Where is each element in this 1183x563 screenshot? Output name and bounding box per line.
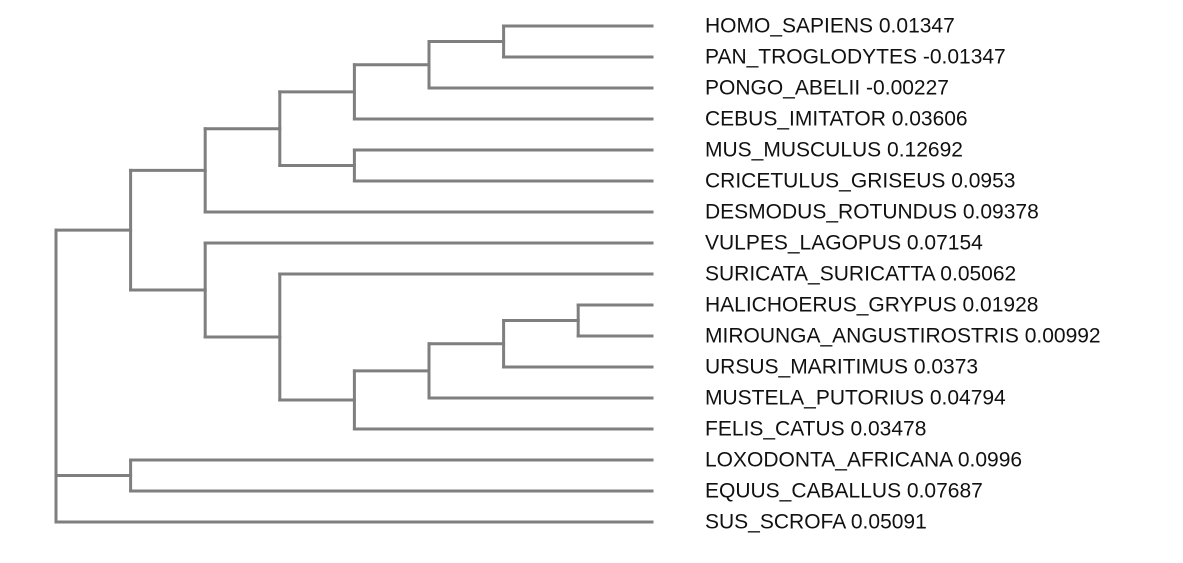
leaf-label-cricetulus: CRICETULUS_GRISEUS 0.0953 [705, 170, 1015, 193]
leaf-label-desmodus: DESMODUS_ROTUNDUS 0.09378 [705, 201, 1039, 224]
leaf-label-suricata: SURICATA_SURICATTA 0.05062 [705, 263, 1016, 286]
leaf-label-ursus: URSUS_MARITIMUS 0.0373 [705, 356, 978, 379]
leaf-label-halichoerus: HALICHOERUS_GRYPUS 0.01928 [705, 294, 1038, 317]
leaf-label-vulpes: VULPES_LAGOPUS 0.07154 [705, 232, 983, 255]
leaf-label-equus: EQUUS_CABALLUS 0.07687 [705, 480, 983, 503]
leaf-label-loxodonta: LOXODONTA_AFRICANA 0.0996 [705, 449, 1022, 472]
leaf-label-mustela: MUSTELA_PUTORIUS 0.04794 [705, 387, 1006, 410]
leaf-label-homo: HOMO_SAPIENS 0.01347 [705, 15, 955, 38]
leaf-label-felis: FELIS_CATUS 0.03478 [705, 418, 926, 441]
leaf-label-mus: MUS_MUSCULUS 0.12692 [705, 139, 963, 162]
leaf-label-cebus: CEBUS_IMITATOR 0.03606 [705, 108, 968, 131]
leaf-label-pan: PAN_TROGLODYTES -0.01347 [705, 46, 1006, 69]
leaf-label-pongo: PONGO_ABELII -0.00227 [705, 77, 949, 100]
leaf-label-sus: SUS_SCROFA 0.05091 [705, 511, 927, 534]
tree-branches [54, 24, 654, 524]
leaf-label-mirounga: MIROUNGA_ANGUSTIROSTRIS 0.00992 [705, 325, 1101, 348]
